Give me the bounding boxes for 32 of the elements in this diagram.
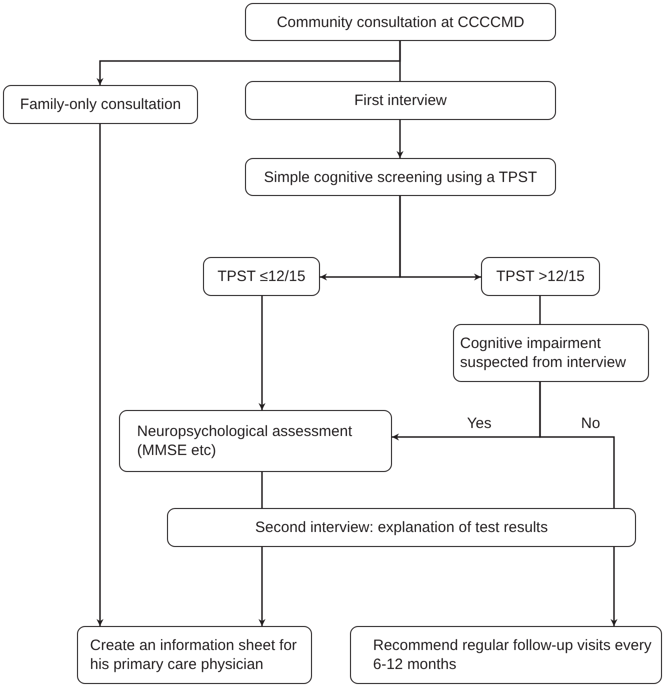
process-box [3, 85, 198, 124]
connector-line [261, 472, 263, 508]
box-text: Second interview: explanation of test results [255, 518, 548, 537]
process-box [350, 626, 662, 684]
box-text: Community consultation at CCCCMD [276, 12, 524, 32]
box-text: TPST >12/15 [496, 267, 585, 286]
process-box [245, 158, 556, 196]
box-text: Family-only consultation [20, 95, 181, 114]
process-box [167, 508, 636, 547]
process-box [481, 257, 600, 296]
process-box [77, 626, 312, 684]
arrow [258, 547, 266, 626]
process-box [203, 257, 320, 296]
box-text: Cognitive impairment suspected from interview [460, 334, 627, 372]
box-text: TPST ≤12/15 [217, 267, 306, 286]
box-text: Recommend regular follow-up visits every 6-12 months [373, 636, 652, 674]
box-text: Neuropsychological assessment (MMSE etc) [137, 422, 354, 460]
connector-line [539, 382, 615, 508]
box-text: Create an information sheet for his primary care physician [90, 636, 298, 674]
box-text: Simple cognitive screening using a TPST [264, 168, 538, 186]
connector-line [399, 41, 401, 81]
process-box [119, 410, 392, 472]
arrow [399, 196, 481, 280]
process-box [245, 81, 556, 120]
connector-line [539, 296, 541, 324]
arrow [258, 296, 266, 410]
box-text: First interview [354, 91, 447, 110]
arrow [610, 547, 618, 626]
process-box [245, 3, 556, 41]
arrow [96, 124, 104, 626]
arrow [396, 120, 404, 158]
process-box [453, 324, 649, 382]
